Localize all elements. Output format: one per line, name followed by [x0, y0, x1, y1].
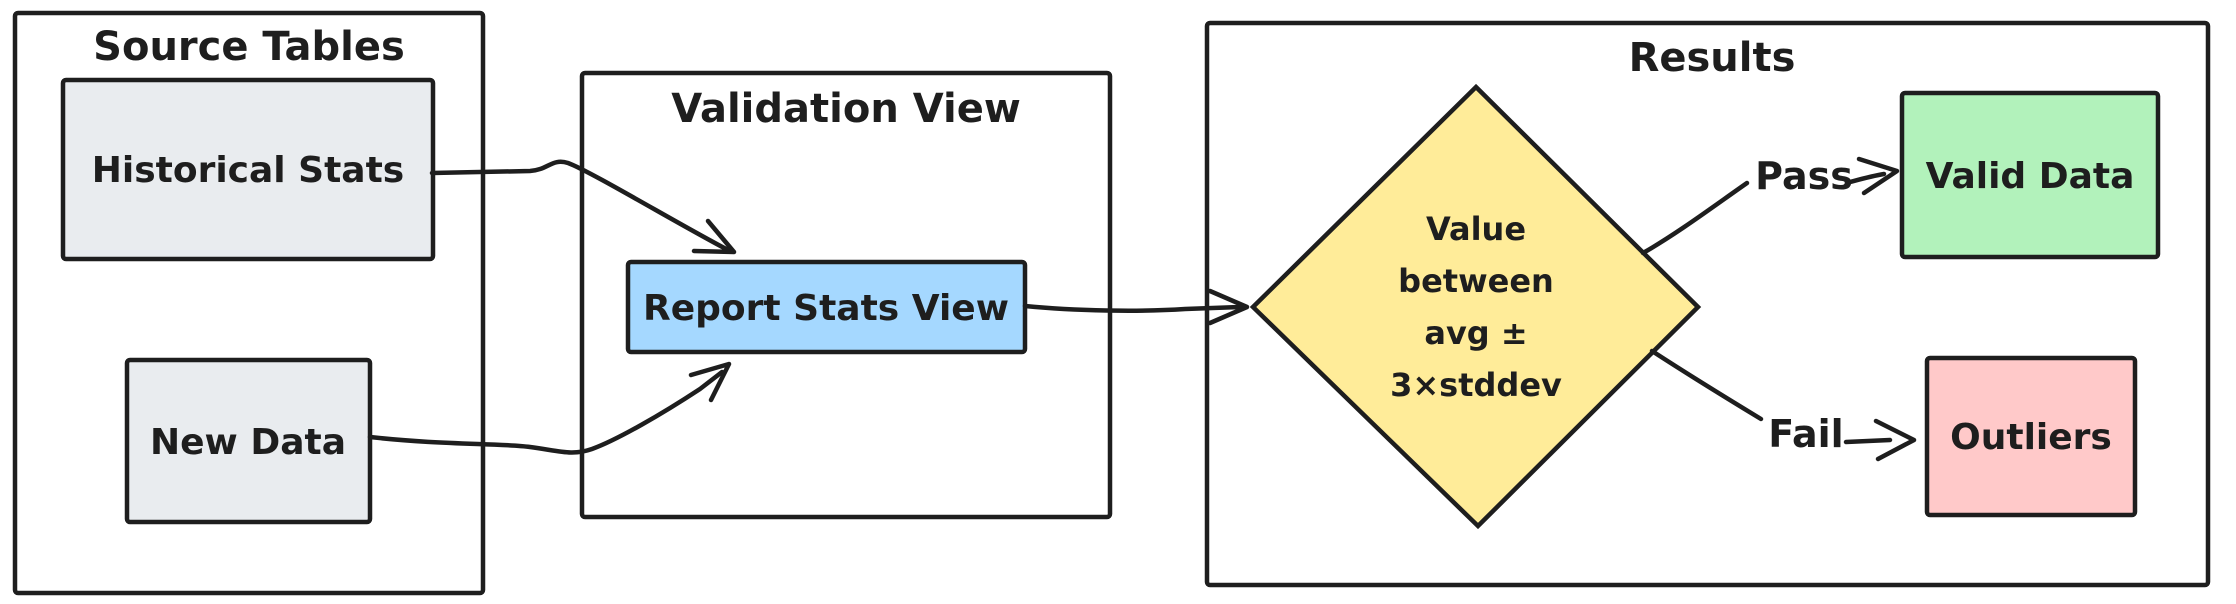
edge-decision-fail: Fail: [1649, 348, 1917, 462]
node-outliers: Outliers: [1924, 355, 2138, 518]
arrowhead-icon: [1207, 288, 1250, 326]
arrowhead-icon: [691, 218, 737, 255]
edge-historical-to-report: [429, 159, 737, 255]
pass-connector-line: [1640, 180, 1750, 256]
decision-diamond: [1249, 83, 1702, 530]
decision-line-4: 3×stddev: [1390, 366, 1562, 404]
outliers-label: Outliers: [1950, 417, 2112, 458]
new-data-box: [124, 357, 373, 525]
pass-label: Pass: [1755, 154, 1853, 198]
node-historical-stats: Historical Stats: [60, 77, 436, 262]
validation-view-border: [579, 70, 1113, 520]
node-report-stats-view: Report Stats View: [625, 259, 1028, 355]
results-title: Results: [1629, 35, 1796, 81]
source-tables-title: Source Tables: [93, 24, 405, 70]
valid-data-box: [1899, 90, 2161, 260]
fail-label: Fail: [1768, 412, 1843, 456]
decision-line-2: between: [1398, 262, 1554, 300]
arrowhead-icon: [688, 361, 732, 403]
node-new-data: New Data: [124, 357, 373, 525]
pass-arrow-shaft: [1847, 171, 1887, 185]
fail-connector-line: [1649, 348, 1764, 422]
source-tables-border: [12, 10, 486, 596]
edge-report-to-decision: [1022, 288, 1250, 326]
decision-line-1: Value: [1426, 210, 1526, 248]
results-border: [1204, 20, 2211, 588]
new-data-label: New Data: [150, 422, 346, 463]
container-validation-view: Validation View: [579, 70, 1113, 520]
outliers-box: [1924, 355, 2138, 518]
node-decision: Value between avg ± 3×stddev: [1249, 83, 1702, 530]
container-results: Results: [1204, 20, 2211, 588]
container-source-tables: Source Tables: [12, 10, 486, 596]
historical-stats-label: Historical Stats: [92, 150, 405, 191]
report-stats-view-label: Report Stats View: [643, 288, 1009, 329]
fail-arrow-shaft: [1843, 437, 1893, 445]
node-valid-data: Valid Data: [1899, 90, 2161, 260]
decision-line-3: avg ±: [1424, 314, 1527, 352]
edge-report-to-decision-line: [1022, 303, 1243, 313]
fail-arrowhead-icon: [1873, 418, 1917, 462]
valid-data-label: Valid Data: [1926, 156, 2135, 197]
edge-decision-pass: Pass: [1640, 154, 1900, 256]
validation-view-title: Validation View: [671, 86, 1021, 132]
historical-stats-box: [60, 77, 436, 262]
edge-newdata-to-report-line: [367, 369, 725, 455]
edge-newdata-to-report: [367, 361, 732, 455]
pass-arrowhead-icon: [1856, 156, 1900, 196]
edge-historical-to-report-line: [429, 159, 731, 253]
